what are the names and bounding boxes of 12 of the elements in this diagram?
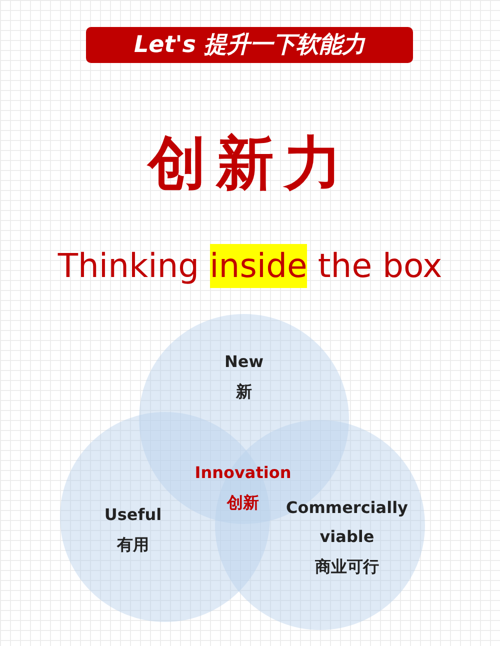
circle-label: Commercially viable — [285, 497, 409, 548]
circle-label: Useful — [103, 504, 163, 526]
circle-label: New — [223, 351, 265, 373]
subtitle-text: Thinking — [58, 245, 200, 287]
heading: 创新力 — [146, 128, 353, 198]
circle-label: 新 — [234, 381, 253, 403]
circle-label: 商业可行 — [314, 556, 380, 578]
circle-label: 有用 — [116, 534, 150, 556]
title-banner: Let's 提升一下软能力 — [86, 27, 413, 63]
subtitle-text: the box — [318, 245, 442, 287]
highlighted-word: inside — [210, 244, 308, 288]
center-label: Innovation — [194, 462, 292, 484]
